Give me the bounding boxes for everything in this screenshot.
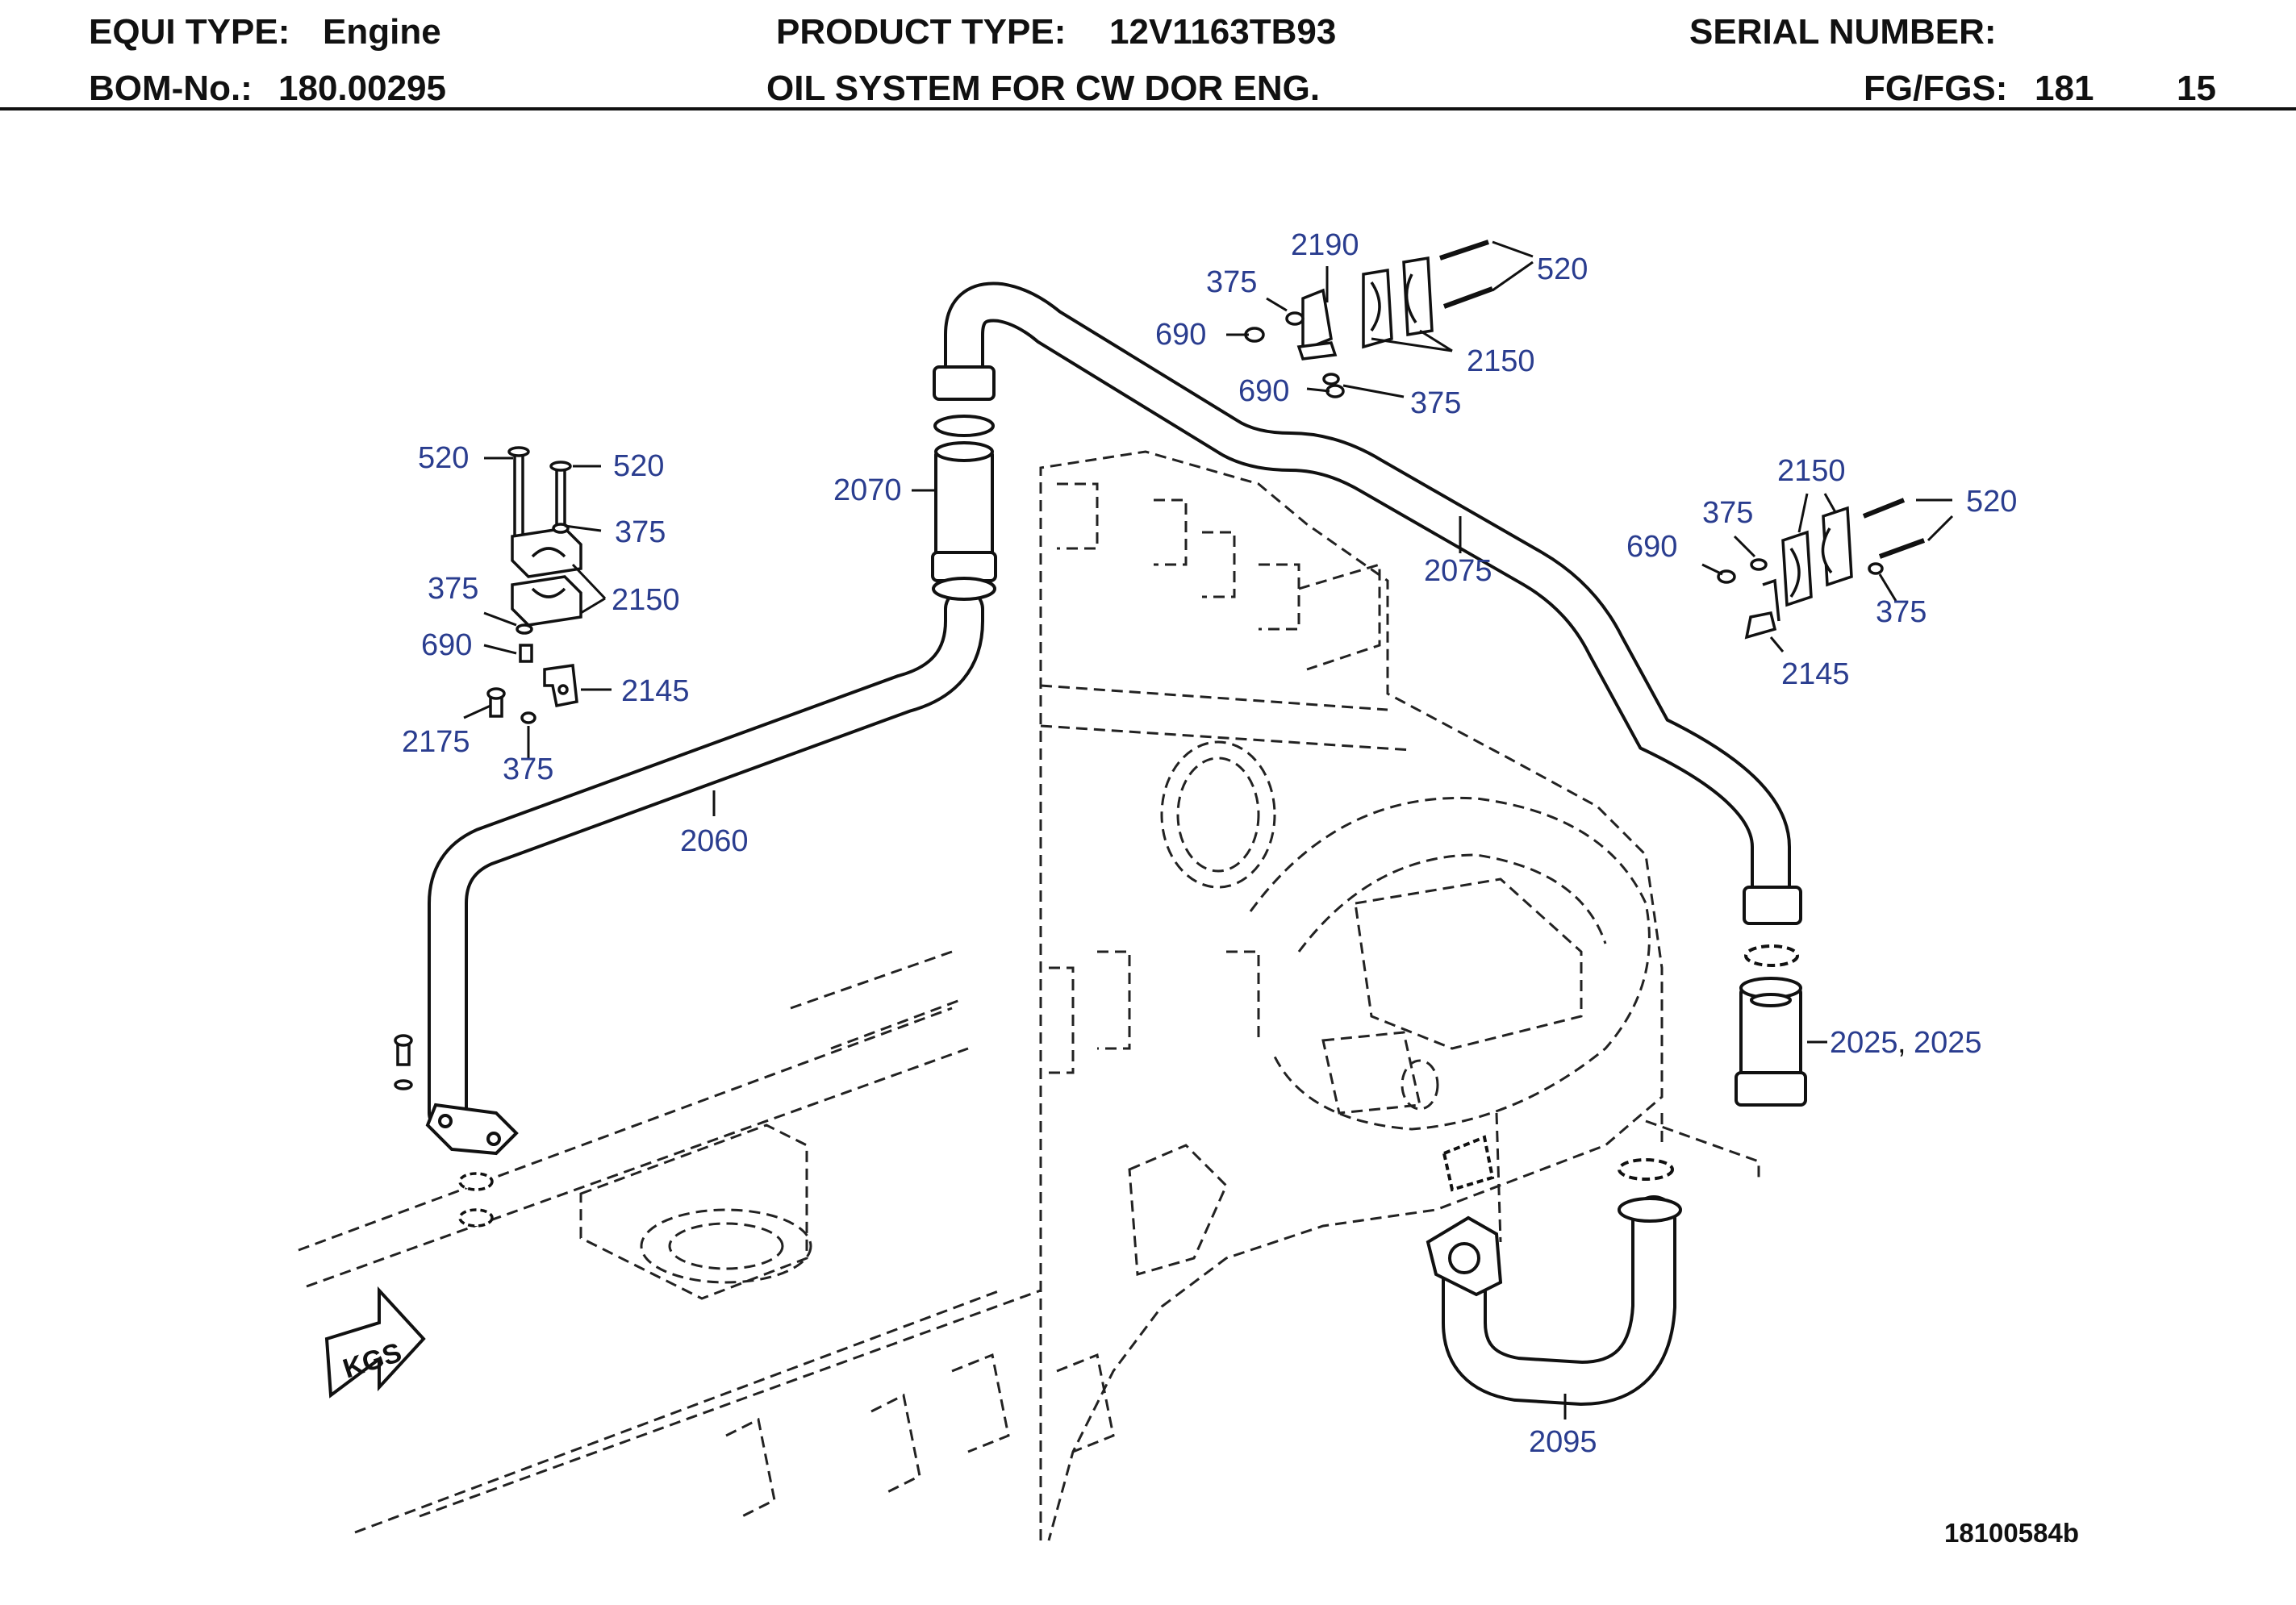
callout-2025-b: 2025: [1914, 1026, 1982, 1060]
header-rule: [0, 107, 2296, 110]
bracket-group-top: [1244, 240, 1494, 398]
callout-375-left-2: 375: [428, 572, 478, 606]
callout-leaders: [463, 240, 1954, 1419]
callout-2095: 2095: [1529, 1425, 1597, 1459]
callout-375-left-1: 375: [615, 515, 666, 549]
product-type-label: PRODUCT TYPE:: [776, 12, 1067, 52]
fgs-value: 15: [2177, 69, 2216, 108]
bom-label: BOM-No.:: [89, 69, 253, 108]
callout-690-left: 690: [421, 628, 472, 662]
callout-2145-left: 2145: [621, 674, 690, 708]
fg-fgs-label: FG/FGS:: [1864, 69, 2008, 108]
pipe-2095: [1442, 1195, 1676, 1407]
callout-2175: 2175: [402, 725, 470, 759]
coupling-2070: [931, 365, 997, 601]
callout-2025-separator: ,: [1897, 1026, 1906, 1060]
callout-690-top-2: 690: [1238, 374, 1289, 408]
fg-value: 181: [2035, 69, 2094, 108]
coupling-2025: [1735, 886, 1807, 1107]
bracket-group-left: [394, 446, 582, 1228]
callout-2025-a: 2025: [1830, 1026, 1898, 1060]
engine-block-outline: [298, 450, 1760, 1541]
callout-690-right: 690: [1626, 530, 1677, 564]
callout-690-top-1: 690: [1155, 318, 1206, 352]
callout-375-top-left: 375: [1206, 265, 1257, 299]
figure-id: 18100584b: [1944, 1518, 2079, 1548]
kgs-direction-arrow: KGS: [324, 1286, 426, 1399]
callout-2150-right: 2150: [1777, 454, 1846, 488]
equi-type-label: EQUI TYPE:: [89, 12, 290, 52]
callout-2070: 2070: [833, 473, 902, 507]
callout-2060: 2060: [680, 824, 749, 858]
callout-numbers: 2190 375 520 690 2150 690 375 520 520 37…: [402, 228, 2017, 1459]
product-type-value: 12V1163TB93: [1109, 12, 1337, 52]
callout-520-top-right: 520: [1537, 252, 1588, 286]
callout-520-left-2: 520: [613, 449, 664, 483]
pipe-2060-flange: [425, 1103, 519, 1156]
callout-2190: 2190: [1291, 228, 1359, 262]
equi-type-value: Engine: [323, 12, 441, 52]
callout-520-left-1: 520: [418, 441, 469, 475]
pipe-2095-flange: [1426, 1135, 1682, 1297]
pipe-2060: [428, 589, 984, 1133]
callout-520-right: 520: [1966, 485, 2017, 519]
document-header: EQUI TYPE: Engine PRODUCT TYPE: 12V1163T…: [0, 0, 2296, 113]
callout-375-left-3: 375: [503, 752, 553, 786]
bom-value: 180.00295: [278, 69, 446, 108]
callout-2150-top: 2150: [1467, 344, 1535, 378]
callout-375-top-2: 375: [1410, 386, 1461, 420]
callout-2145-right: 2145: [1781, 657, 1850, 691]
callout-2150-left: 2150: [612, 583, 680, 617]
callout-2075: 2075: [1424, 554, 1492, 588]
serial-number-label: SERIAL NUMBER:: [1689, 12, 1997, 52]
callout-375-right-1: 375: [1702, 496, 1753, 530]
document-description: OIL SYSTEM FOR CW DOR ENG.: [766, 69, 1321, 108]
bracket-group-right: [1717, 498, 1926, 640]
pipe-2075: [944, 281, 1791, 915]
callout-375-right-2: 375: [1876, 595, 1927, 629]
